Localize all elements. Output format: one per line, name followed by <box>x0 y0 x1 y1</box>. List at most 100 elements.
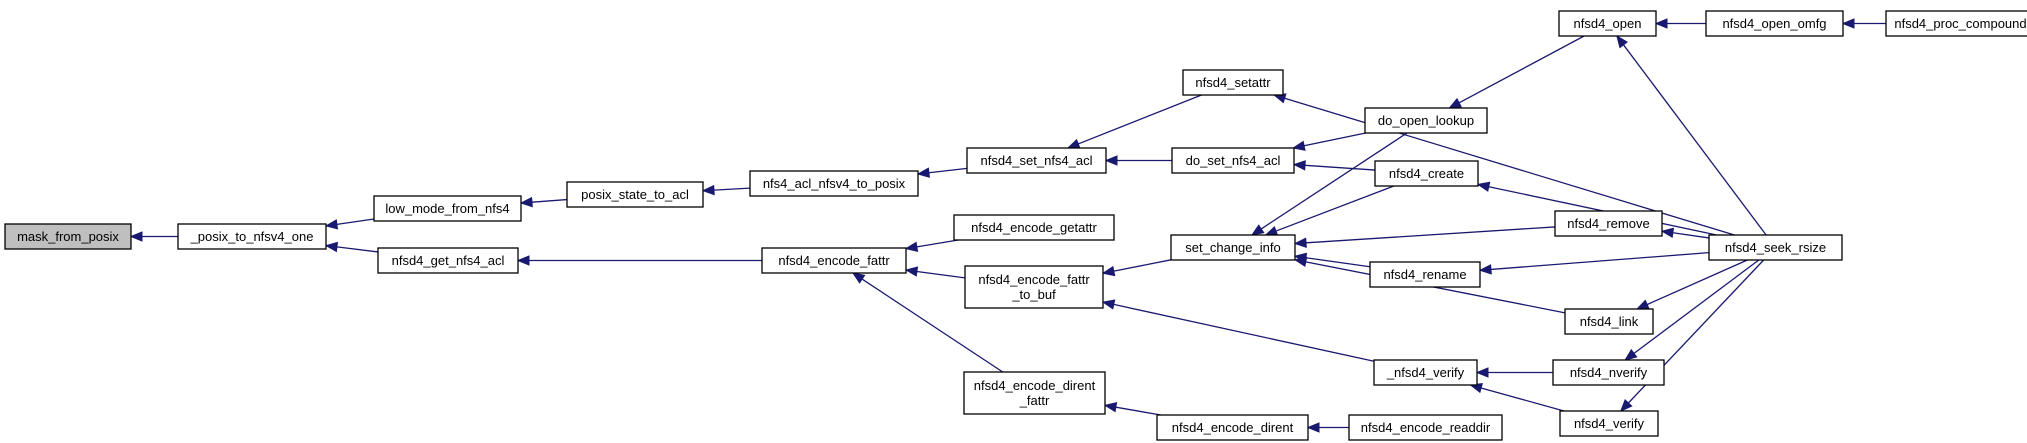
node-nfsd4_rename[interactable]: nfsd4_rename <box>1369 261 1481 288</box>
edge-line <box>1622 44 1767 236</box>
node-label: low_mode_from_nfs4 <box>385 201 509 216</box>
edge-nfsd4_create-to-do_set_nfs4_acl <box>1292 160 1376 171</box>
node-nfsd4_setattr[interactable]: nfsd4_setattr <box>1182 69 1284 96</box>
edge-nfsd4_seek_rsize-to-nfsd4_setattr <box>1272 93 1735 236</box>
node-box <box>1708 234 1843 261</box>
node-nfsd4_nverify[interactable]: nfsd4_nverify <box>1552 359 1665 386</box>
node-box <box>373 195 522 222</box>
edge-line <box>1077 94 1202 145</box>
edge-arrowhead <box>916 167 930 178</box>
edge-nfsd4_create-to-set_change_info <box>1264 185 1395 236</box>
edge-do_set_nfs4_acl-to-nfsd4_set_nfs4_acl <box>1104 155 1172 166</box>
edge-line <box>1305 257 1371 268</box>
node-box <box>749 170 919 197</box>
node-do_set_nfs4_acl[interactable]: do_set_nfs4_acl <box>1171 147 1295 174</box>
node-nfsd4_encode_dirent_fattr[interactable]: nfsd4_encode_dirent_fattr <box>963 371 1106 415</box>
edge-nfsd4_open-to-do_open_lookup <box>1448 35 1585 109</box>
edge-nfsd4_encode_readdir-to-nfsd4_encode_dirent <box>1306 422 1349 433</box>
edge-line <box>336 246 379 253</box>
node-box <box>761 247 907 274</box>
node-box <box>1369 261 1481 288</box>
edge-arrowhead <box>1292 160 1306 171</box>
node-label: nfsd4_open_omfg <box>1722 16 1826 31</box>
node-label: _posix_to_nfsv4_one <box>190 229 314 244</box>
node-nfsd4_verify[interactable]: nfsd4_verify <box>1559 410 1659 437</box>
node-posix_state_to_acl[interactable]: posix_state_to_acl <box>566 181 704 208</box>
node-_posix_to_nfsv4_one[interactable]: _posix_to_nfsv4_one <box>177 223 327 250</box>
edge-line <box>928 167 968 174</box>
node-nfsd4_encode_fattr[interactable]: nfsd4_encode_fattr <box>761 247 907 274</box>
node-label: nfsd4_remove <box>1567 216 1649 231</box>
node-do_open_lookup[interactable]: do_open_lookup <box>1364 107 1488 134</box>
edge-arrowhead <box>1101 299 1116 310</box>
edge-line <box>1305 226 1556 244</box>
node-nfsd4_seek_rsize[interactable]: nfsd4_seek_rsize <box>1708 234 1843 261</box>
node-nfsd4_open_omfg[interactable]: nfsd4_open_omfg <box>1705 10 1844 37</box>
edge-arrowhead <box>324 241 339 253</box>
node-nfs4_acl_nfsv4_to_posix[interactable]: nfs4_acl_nfsv4_to_posix <box>749 170 919 197</box>
edge-nfsd4_verify-to-_nfsd4_verify <box>1469 383 1565 412</box>
node-box <box>1170 234 1296 261</box>
node-nfsd4_encode_readdir[interactable]: nfsd4_encode_readdir <box>1348 414 1503 441</box>
edge-line <box>713 187 751 191</box>
node-label: nfsd4_set_nfs4_acl <box>980 153 1092 168</box>
edge-nfsd4_encode_getattr-to-nfsd4_encode_fattr <box>904 239 959 252</box>
edge-nfsd4_set_nfs4_acl-to-nfs4_acl_nfsv4_to_posix <box>916 167 968 178</box>
edge-nfsd4_seek_rsize-to-nfsd4_nverify <box>1624 259 1760 361</box>
node-label: nfsd4_setattr <box>1195 75 1271 90</box>
node-set_change_info[interactable]: set_change_info <box>1170 234 1296 261</box>
node-box <box>177 223 327 250</box>
node-label: nfsd4_encode_readdir <box>1361 420 1491 435</box>
edge-line <box>1113 303 1375 362</box>
node-nfsd4_link[interactable]: nfsd4_link <box>1564 308 1654 335</box>
node-box <box>1559 410 1659 437</box>
node-label: nfsd4_verify <box>1574 416 1645 431</box>
edge-line <box>531 198 568 203</box>
edge-arrowhead <box>1654 18 1668 29</box>
edge-arrowhead <box>1635 299 1650 310</box>
edge-nfsd4_encode_dirent-to-nfsd4_encode_dirent_fattr <box>1103 402 1161 416</box>
edge-arrowhead <box>1624 348 1638 361</box>
node-nfsd4_get_nfs4_acl[interactable]: nfsd4_get_nfs4_acl <box>377 247 519 274</box>
edge-nfsd4_open_omfg-to-nfsd4_open <box>1654 18 1706 29</box>
node-label: _nfsd4_verify <box>1386 365 1465 380</box>
node-box <box>963 371 1106 415</box>
edge-line <box>1458 35 1585 104</box>
node-_nfsd4_verify[interactable]: _nfsd4_verify <box>1373 359 1478 386</box>
node-nfsd4_open[interactable]: nfsd4_open <box>1558 10 1657 37</box>
node-low_mode_from_nfs4[interactable]: low_mode_from_nfs4 <box>373 195 522 222</box>
node-nfsd4_set_nfs4_acl[interactable]: nfsd4_set_nfs4_acl <box>966 147 1107 174</box>
node-label: mask_from_posix <box>17 229 119 244</box>
edge-line <box>1490 251 1710 271</box>
node-label: nfsd4_encode_getattr <box>971 220 1097 235</box>
edge-posix_state_to_acl-to-low_mode_from_nfs4 <box>519 196 568 208</box>
edge-arrowhead <box>1478 264 1492 275</box>
node-nfsd4_create[interactable]: nfsd4_create <box>1374 160 1479 187</box>
node-box <box>1156 414 1309 441</box>
edge-nfsd4_seek_rsize-to-nfsd4_verify <box>1619 259 1765 412</box>
node-box <box>966 147 1107 174</box>
node-box <box>1373 359 1478 386</box>
node-box <box>566 181 704 208</box>
edge-arrowhead <box>701 184 715 196</box>
node-label: nfsd4_encode_fattr <box>778 253 890 268</box>
edge-arrowhead <box>1250 224 1265 236</box>
node-label: nfs4_acl_nfsv4_to_posix <box>763 176 906 191</box>
edge-do_open_lookup-to-set_change_info <box>1250 132 1408 236</box>
node-box <box>1885 10 2027 37</box>
node-nfsd4_encode_getattr[interactable]: nfsd4_encode_getattr <box>953 214 1115 241</box>
edge-line <box>1480 387 1565 412</box>
edge-arrowhead <box>324 219 339 230</box>
edge-line <box>916 239 959 248</box>
edge-nfsd4_encode_fattr_to_buf-to-nfsd4_encode_fattr <box>904 266 966 279</box>
node-label: nfsd4_proc_compound <box>1894 16 2026 31</box>
node-nfsd4_encode_dirent[interactable]: nfsd4_encode_dirent <box>1156 414 1309 441</box>
node-nfsd4_remove[interactable]: nfsd4_remove <box>1554 210 1663 237</box>
node-nfsd4_proc_compound[interactable]: nfsd4_proc_compound <box>1885 10 2027 37</box>
node-box <box>1364 107 1488 134</box>
node-nfsd4_encode_fattr_to_buf[interactable]: nfsd4_encode_fattr_to_buf <box>964 265 1104 309</box>
edge-arrowhead <box>1103 402 1118 413</box>
edge-nfsd4_seek_rsize-to-nfsd4_link <box>1635 259 1748 310</box>
node-mask_from_posix[interactable]: mask_from_posix <box>4 223 132 250</box>
edge-nfsd4_setattr-to-nfsd4_set_nfs4_acl <box>1066 94 1202 149</box>
